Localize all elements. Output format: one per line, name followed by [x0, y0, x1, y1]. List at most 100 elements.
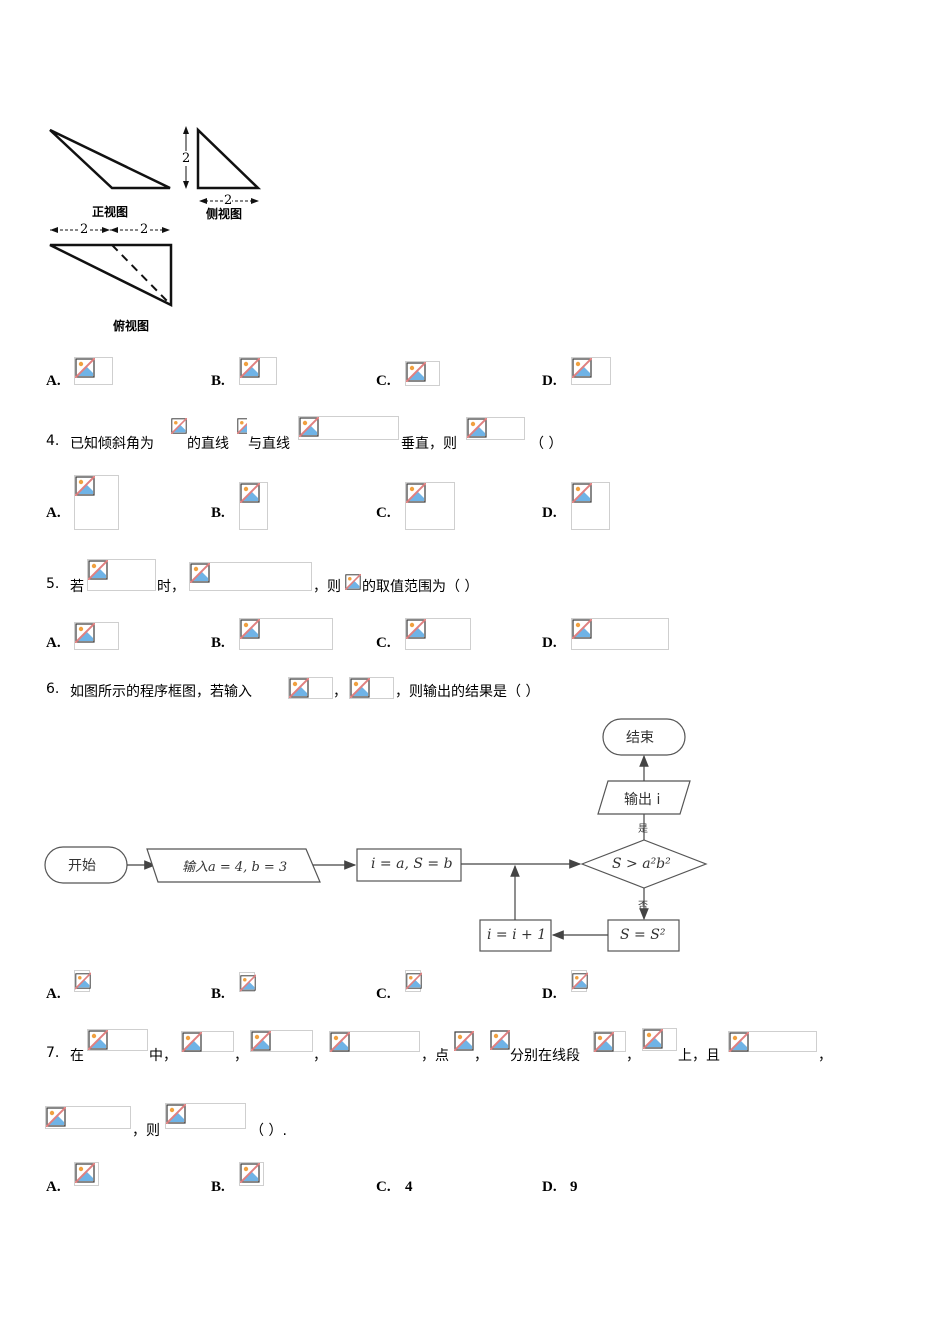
q7-option-d-label: D.: [542, 1179, 557, 1195]
flow-input: 输入a = 4, b = 3: [182, 860, 288, 875]
q7-option-c-label: C.: [376, 1179, 391, 1195]
q6-option-d-image: [571, 970, 587, 992]
q7-text-1: 在: [70, 1048, 84, 1064]
q3-option-b-image: [239, 357, 277, 385]
broken-image-icon: [289, 678, 309, 698]
q5-option-b-label: B.: [211, 635, 225, 651]
broken-image-icon: [406, 362, 426, 382]
q5-option-c-label: C.: [376, 635, 391, 651]
dim-height: 2: [182, 151, 191, 166]
broken-image-icon: [75, 623, 95, 643]
q6-option-a-image: [74, 970, 90, 992]
q7-answer-paren: （ ）.: [250, 1123, 287, 1139]
q7-comma-3: ，: [474, 1048, 488, 1064]
q7-text-3: ，点: [421, 1048, 449, 1064]
broken-image-icon: [88, 560, 108, 580]
q5-text-4: 的取值范围为（ ）: [362, 579, 479, 595]
broken-image-icon: [350, 678, 370, 698]
q4-option-b-label: B.: [211, 505, 225, 521]
broken-image-icon: [190, 563, 210, 583]
q4-formula-result: [466, 417, 525, 440]
q6-text-2: ，: [333, 684, 347, 700]
q7-option-b-image: [239, 1162, 264, 1186]
q7-formula-cond-3: [329, 1031, 420, 1052]
q3-option-b-label: B.: [211, 373, 225, 389]
broken-image-icon: [88, 1030, 108, 1050]
flow-end: 结束: [626, 730, 654, 746]
front-view-label: 正视图: [92, 205, 129, 219]
broken-image-icon: [572, 483, 592, 503]
broken-image-icon: [572, 619, 592, 639]
broken-image-icon: [594, 1032, 614, 1052]
q7-formula-cond-1: [181, 1031, 234, 1052]
broken-image-icon: [406, 971, 422, 991]
q7-formula-segment-1: [593, 1031, 626, 1052]
q6-formula-input-b: [349, 677, 394, 699]
broken-image-icon: [237, 418, 247, 434]
broken-image-icon: [240, 483, 260, 503]
broken-image-icon: [454, 1031, 474, 1051]
q4-option-d-label: D.: [542, 505, 557, 521]
q4-answer-paren: （ ）: [530, 436, 563, 452]
broken-image-icon: [467, 418, 487, 438]
q5-option-a-image: [74, 622, 119, 650]
flowchart-shapes: [44, 718, 708, 952]
q3-option-d-image: [571, 357, 611, 385]
flow-output: 输出 i: [624, 792, 661, 808]
q4-text-3: 与直线: [248, 436, 290, 452]
q6-number: 6.: [46, 681, 60, 697]
q6-text-3: ，则输出的结果是（ ）: [395, 684, 540, 700]
q7-formula-triangle: [87, 1029, 148, 1051]
flow-init: i = a, S = b: [371, 856, 453, 872]
q7-formula-point-2: [490, 1030, 510, 1050]
q7-formula-vector: [45, 1106, 131, 1129]
q6-option-d-label: D.: [542, 986, 557, 1002]
q5-text-3: ，则: [313, 579, 341, 595]
broken-image-icon: [240, 1163, 260, 1183]
q5-formula-equation: [189, 562, 312, 591]
flow-no-label: 否: [638, 901, 648, 912]
q4-text-4: 垂直，则: [401, 436, 457, 452]
broken-image-icon: [75, 971, 91, 991]
broken-image-icon: [182, 1032, 202, 1052]
broken-image-icon: [345, 574, 361, 590]
q3-option-d-label: D.: [542, 373, 557, 389]
q7-option-d-value: 9: [570, 1179, 578, 1195]
broken-image-icon: [490, 1030, 510, 1050]
q7-text-2: 中，: [149, 1048, 177, 1064]
q7-option-c-value: 4: [405, 1179, 413, 1195]
q3-option-a-image: [74, 357, 113, 385]
q6-option-a-label: A.: [46, 986, 61, 1002]
broken-image-icon: [729, 1032, 749, 1052]
broken-image-icon: [572, 971, 588, 991]
q5-text-2: 时，: [157, 579, 185, 595]
q5-option-c-image: [405, 618, 471, 650]
three-view-drawing: [49, 126, 262, 308]
q7-formula-ratio: [728, 1031, 817, 1052]
q7-comma-4: ，: [626, 1048, 640, 1064]
broken-image-icon: [240, 619, 260, 639]
q5-option-d-label: D.: [542, 635, 557, 651]
q5-text-1: 若: [70, 579, 84, 595]
q6-text-1: 如图所示的程序框图，若输入: [70, 684, 252, 700]
q7-comma-5: ，: [818, 1048, 832, 1064]
dim-top-right: 2: [138, 222, 151, 237]
flow-yes-label: 是: [638, 824, 648, 835]
broken-image-icon: [75, 476, 95, 496]
top-view-label: 俯视图: [113, 319, 150, 333]
q7-formula-segment-2: [642, 1028, 677, 1051]
broken-image-icon: [75, 358, 95, 378]
broken-image-icon: [330, 1032, 350, 1052]
q4-formula-angle: [171, 418, 187, 440]
q3-option-c-image: [405, 361, 440, 386]
broken-image-icon: [75, 1163, 95, 1183]
q4-option-d-image: [571, 482, 610, 530]
q4-option-c-label: C.: [376, 505, 391, 521]
q5-number: 5.: [46, 576, 60, 592]
broken-image-icon: [406, 619, 426, 639]
flowchart: 开始 输入a = 4, b = 3 i = a, S = b S > a²b² …: [0, 700, 950, 960]
q5-option-b-image: [239, 618, 333, 650]
broken-image-icon: [251, 1031, 271, 1051]
q4-option-b-image: [239, 482, 268, 530]
broken-image-icon: [240, 358, 260, 378]
